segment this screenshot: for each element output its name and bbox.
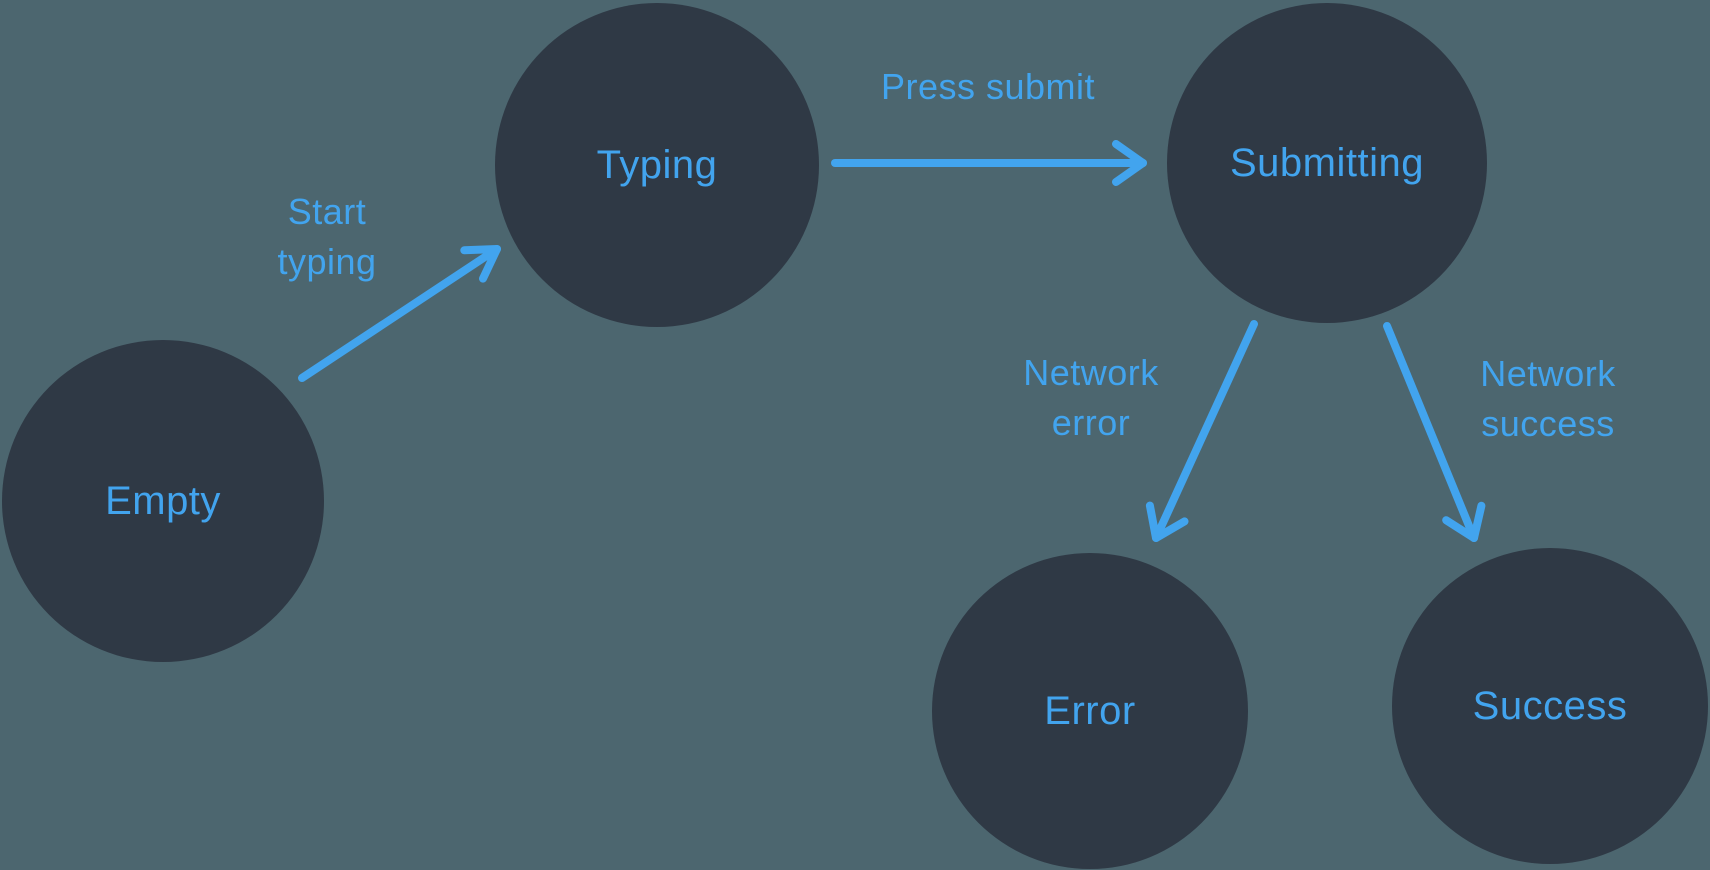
state-node-typing: Typing bbox=[495, 3, 819, 327]
state-label-typing: Typing bbox=[596, 142, 718, 187]
state-node-error: Error bbox=[932, 553, 1248, 869]
state-node-success: Success bbox=[1392, 548, 1708, 864]
transition-label-press-submit: Press submit bbox=[880, 66, 1096, 107]
state-label-submitting: Submitting bbox=[1230, 140, 1424, 185]
state-label-empty: Empty bbox=[105, 478, 221, 523]
transition-label-network-error: Network error bbox=[1023, 352, 1159, 443]
transition-label-network-success: Network success bbox=[1480, 353, 1616, 444]
transition-arrow-press-submit bbox=[831, 140, 1147, 186]
transition-label-start-typing: Start typing bbox=[277, 191, 377, 282]
state-label-error: Error bbox=[1044, 688, 1136, 733]
state-label-success: Success bbox=[1472, 683, 1628, 728]
state-node-submitting: Submitting bbox=[1167, 3, 1487, 323]
state-node-empty: Empty bbox=[2, 340, 324, 662]
